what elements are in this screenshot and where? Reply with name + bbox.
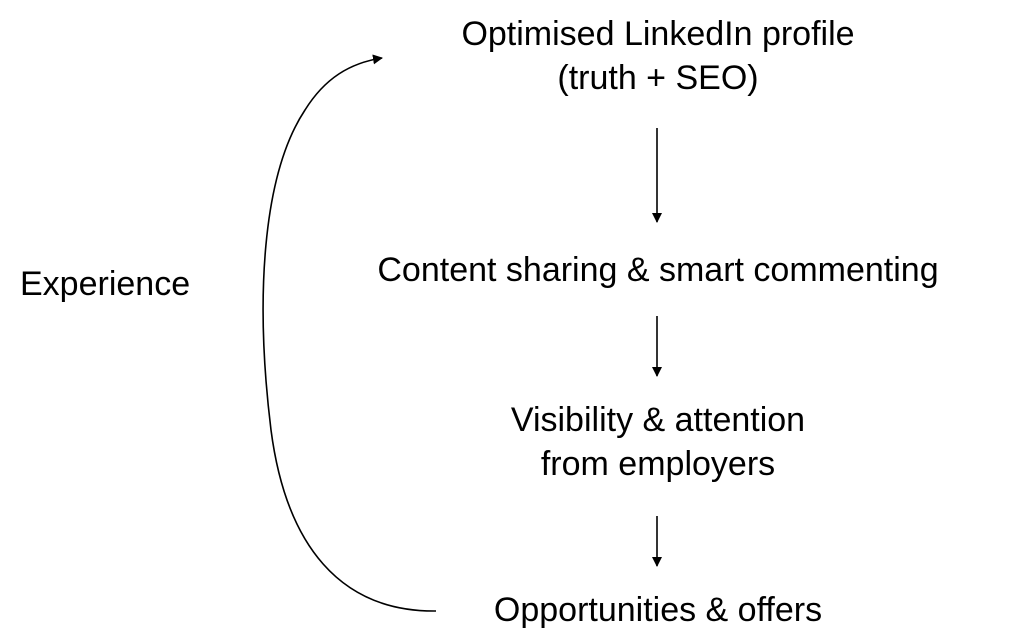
node-content-sharing: Content sharing & smart commenting bbox=[318, 248, 998, 292]
node-profile-line1: Optimised LinkedIn profile bbox=[461, 15, 855, 53]
node-opportunities-offers: Opportunities & offers bbox=[438, 588, 878, 632]
node-visibility-line1: Visibility & attention bbox=[510, 401, 806, 439]
node-opportunities-line1: Opportunities & offers bbox=[493, 591, 823, 629]
node-optimised-profile: Optimised LinkedIn profile (truth + SEO) bbox=[408, 12, 908, 100]
node-visibility-attention: Visibility & attention from employers bbox=[458, 398, 858, 486]
loop-label-experience: Experience bbox=[20, 265, 191, 303]
node-profile-line2: (truth + SEO) bbox=[557, 59, 759, 97]
node-content-line1: Content sharing & smart commenting bbox=[377, 251, 939, 289]
node-visibility-line2: from employers bbox=[540, 445, 776, 483]
arrow-experience-loop bbox=[262, 54, 437, 612]
